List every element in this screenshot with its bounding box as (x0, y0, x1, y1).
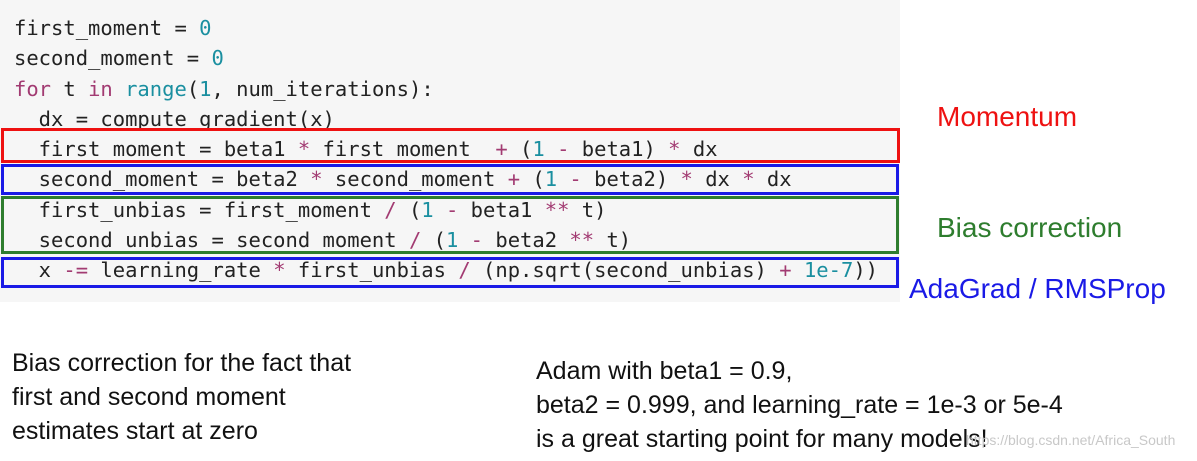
code-token: ** (544, 197, 570, 222)
code-token: dx = compute_gradient(x) (14, 106, 335, 131)
code-token: 0 (211, 46, 224, 71)
code-token: 1 (544, 167, 558, 192)
code-token: * (680, 167, 693, 192)
code-token: 1 (421, 197, 434, 222)
code-line: first_moment = beta1 * first_moment + (1… (14, 134, 878, 164)
code-token: / (384, 197, 397, 222)
code-token: in (88, 76, 113, 101)
code-token: - (557, 137, 570, 162)
adagrad-rmsprop-label: AdaGrad / RMSProp (909, 273, 1166, 304)
code-token: dx (680, 137, 718, 162)
code-token: dx (692, 167, 743, 192)
code-token: * (668, 137, 681, 162)
code-token: first_moment = beta1 (14, 137, 298, 162)
code-token: ( (421, 228, 446, 253)
code-token: t) (594, 228, 632, 253)
watermark: https://blog.csdn.net/Africa_South (966, 432, 1176, 448)
code-token: ** (569, 228, 595, 253)
bias-note-line: Bias correction for the fact that (12, 349, 352, 377)
code-line: second_moment = beta2 * second_moment + … (14, 164, 878, 194)
code-token: 1 (199, 76, 212, 101)
code-token: second_moment (322, 167, 508, 192)
code-token: first_unbias (285, 258, 459, 283)
code-token: * (273, 258, 286, 283)
code-token: )) (853, 258, 878, 283)
code-token: (np.sqrt(second_unbias) (470, 258, 780, 283)
code-line: second_moment = 0 (14, 43, 878, 73)
code-token: second_moment = beta2 (14, 167, 311, 192)
code-token: dx (754, 167, 792, 192)
code-token: range (125, 76, 187, 101)
code-token: + (507, 167, 521, 192)
code-token: for (14, 76, 52, 101)
code-token: - (569, 167, 582, 192)
code-token: beta2 (483, 228, 570, 253)
code-token: second_moment = (14, 46, 212, 71)
bias-correction-label: Bias correction (937, 212, 1123, 243)
code-token: 0 (199, 16, 212, 40)
momentum-label: Momentum (937, 101, 1078, 132)
code-token (113, 77, 125, 101)
code-token: first_moment = (14, 16, 200, 40)
adam-note-line: is a great starting point for many model… (536, 425, 988, 453)
code-token: t) (569, 197, 607, 222)
adam-note-line: Adam with beta1 = 0.9, (536, 357, 793, 385)
code-line: x -= learning_rate * first_unbias / (np.… (14, 255, 878, 285)
adagrad-update-box (1, 257, 899, 288)
code-token: ( (507, 137, 533, 162)
code-token: t (51, 76, 89, 101)
code-token: 1 (445, 228, 459, 253)
adam-note: Adam with beta1 = 0.9, beta2 = 0.999, an… (536, 354, 1063, 456)
code-line: for t in range(1, num_iterations): (14, 74, 878, 104)
code-token: ( (396, 197, 422, 222)
rmsprop-box (1, 164, 899, 195)
momentum-box (1, 128, 900, 163)
code-token: , num_iterations): (211, 76, 434, 101)
code-line: second_unbias = second_moment / (1 - bet… (14, 225, 878, 255)
bias-note-line: first and second moment (12, 383, 286, 411)
code-token: ( (186, 76, 200, 101)
code-token: + (779, 258, 792, 283)
code-token: x (14, 258, 64, 283)
code-token: / (458, 258, 471, 283)
code-token: beta1) (569, 137, 669, 162)
bias-correction-box (1, 196, 899, 254)
code-token: learning_rate (88, 258, 274, 283)
code-token: / (408, 228, 422, 253)
code-token: 1 (532, 137, 545, 162)
code-token: - (445, 197, 459, 222)
code-token: * (310, 167, 323, 192)
code-token: beta1 (458, 197, 545, 222)
code-line: dx = compute_gradient(x) (14, 104, 878, 134)
bias-note: Bias correction for the fact that first … (12, 346, 351, 448)
code-token: second_unbias = second_moment (14, 228, 409, 253)
code-token: 1e-7 (803, 258, 854, 283)
code-token: * (297, 137, 311, 162)
code-token: first_unbias = first_moment (14, 197, 385, 222)
code-token: -= (63, 258, 89, 283)
code-token: first_moment (310, 137, 496, 162)
code-token: beta2) (581, 167, 681, 192)
code-line: first_unbias = first_moment / (1 - beta1… (14, 195, 878, 225)
code-token: - (470, 228, 484, 253)
code-line: first_moment = 0 (14, 13, 878, 43)
code-token: ( (520, 167, 545, 192)
bias-note-line: estimates start at zero (12, 417, 258, 445)
code-token: + (495, 137, 508, 162)
adam-note-line: beta2 = 0.999, and learning_rate = 1e-3 … (536, 391, 1063, 419)
code-token: * (742, 167, 755, 192)
